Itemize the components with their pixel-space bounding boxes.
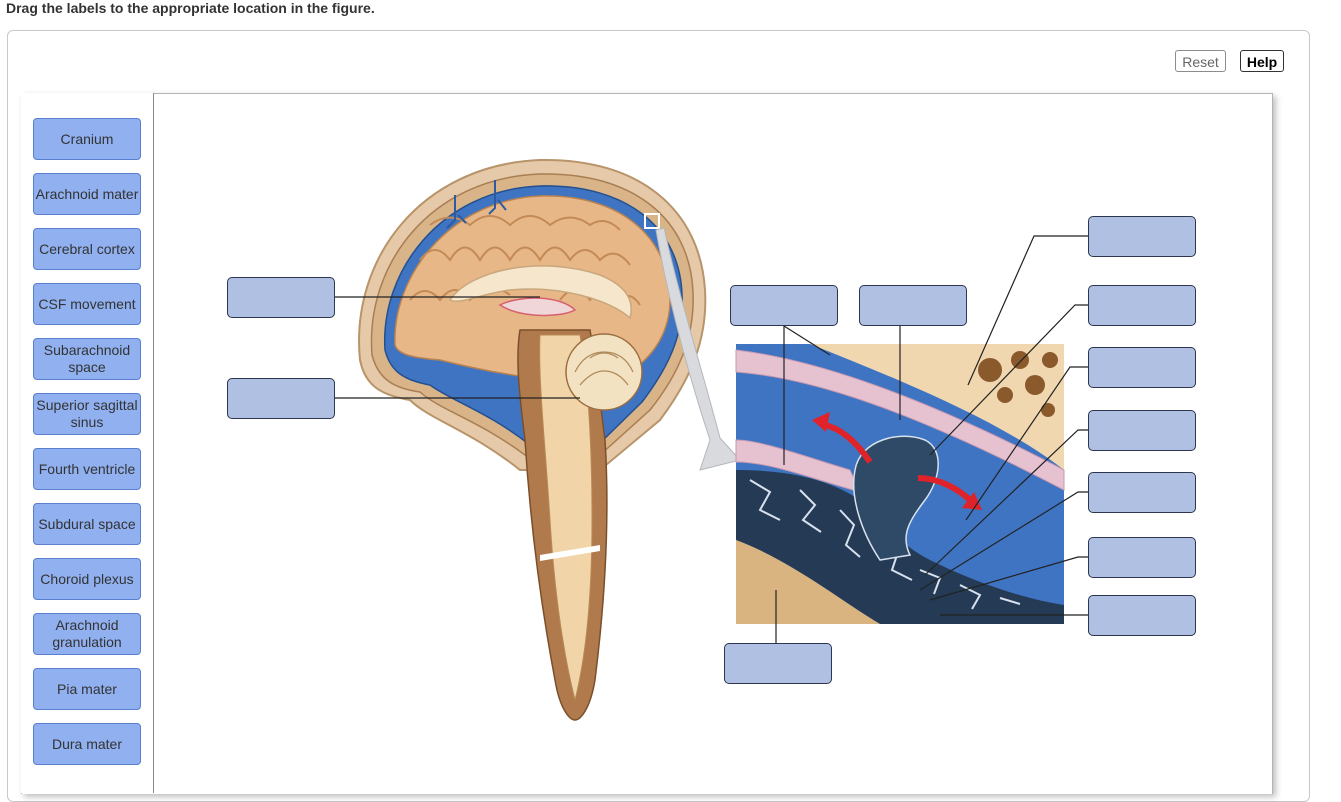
label-subarachnoid-space[interactable]: Subarachnoid space (33, 338, 141, 380)
drop-target[interactable] (859, 285, 967, 326)
drop-target[interactable] (730, 285, 838, 326)
drop-target[interactable] (1088, 347, 1196, 388)
drop-target[interactable] (1088, 285, 1196, 326)
label-csf-movement[interactable]: CSF movement (33, 283, 141, 325)
label-arachnoid-granulation[interactable]: Arachnoid granulation (33, 613, 141, 655)
help-button[interactable]: Help (1240, 50, 1284, 72)
drop-target[interactable] (1088, 472, 1196, 513)
label-pia-mater[interactable]: Pia mater (33, 668, 141, 710)
instruction-text: Drag the labels to the appropriate locat… (6, 0, 375, 16)
reset-button[interactable]: Reset (1175, 50, 1226, 72)
drop-target[interactable] (1088, 216, 1196, 257)
drop-target[interactable] (227, 378, 335, 419)
label-fourth-ventricle[interactable]: Fourth ventricle (33, 448, 141, 490)
label-cranium[interactable]: Cranium (33, 118, 141, 160)
label-dura-mater[interactable]: Dura mater (33, 723, 141, 765)
drop-target[interactable] (724, 643, 832, 684)
drop-target[interactable] (227, 277, 335, 318)
drop-target[interactable] (1088, 410, 1196, 451)
label-choroid-plexus[interactable]: Choroid plexus (33, 558, 141, 600)
brain-meninges-figure (335, 158, 1088, 721)
label-superior-sagittal-sinus[interactable]: Superior sagittal sinus (33, 393, 141, 435)
label-subdural-space[interactable]: Subdural space (33, 503, 141, 545)
brain-sagittal-illustration (358, 158, 741, 721)
drop-target[interactable] (1088, 537, 1196, 578)
label-cerebral-cortex[interactable]: Cerebral cortex (33, 228, 141, 270)
label-arachnoid-mater[interactable]: Arachnoid mater (33, 173, 141, 215)
drop-target[interactable] (1088, 595, 1196, 636)
